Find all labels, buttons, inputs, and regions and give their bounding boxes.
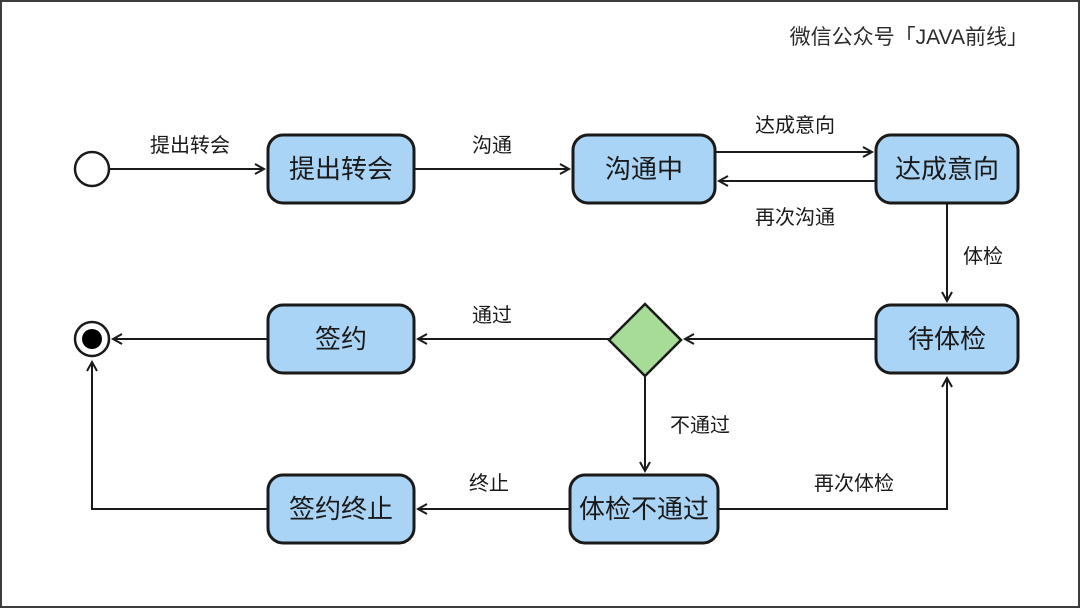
state-label: 签约终止 <box>289 494 393 524</box>
edge-decision-to-signed: 通过 <box>415 304 609 345</box>
edge-label: 再次沟通 <box>755 206 835 229</box>
state-communicating: 沟通中 <box>571 133 717 205</box>
state-label: 待体检 <box>908 324 986 354</box>
watermark: 微信公众号「JAVA前线」 <box>790 26 1028 49</box>
decision-exam-result <box>607 302 683 378</box>
edge-label: 体检 <box>963 245 1003 268</box>
state-label: 提出转会 <box>289 154 393 184</box>
state-label: 体检不通过 <box>579 494 709 524</box>
edge-label: 通过 <box>472 304 512 327</box>
edge-start-to-propose: 提出转会 <box>110 134 267 175</box>
state-pending-exam: 待体检 <box>874 303 1020 375</box>
final-node <box>73 320 111 358</box>
state-signed: 签约 <box>266 303 416 375</box>
state-sign-terminated: 签约终止 <box>266 473 416 545</box>
edge-agreed-to-communicating: 再次沟通 <box>716 175 876 229</box>
edge-label: 终止 <box>469 472 509 495</box>
edge-agreed-to-pending-exam: 体检 <box>941 203 1003 304</box>
state-label: 签约 <box>315 324 367 354</box>
edge-communicating-to-agreed: 达成意向 <box>715 114 875 158</box>
state-agreed: 达成意向 <box>874 133 1020 205</box>
edge-terminated-to-end <box>86 359 268 510</box>
edge-label: 沟通 <box>472 134 512 157</box>
edge-label: 达成意向 <box>755 114 835 137</box>
edge-exam-failed-to-terminated: 终止 <box>415 472 570 515</box>
edge-label: 再次体检 <box>814 472 894 495</box>
edge-label: 不通过 <box>670 414 730 437</box>
state-propose: 提出转会 <box>266 133 416 205</box>
edge-exam-failed-to-pending-exam: 再次体检 <box>718 375 953 510</box>
edge-propose-to-communicating: 沟通 <box>414 134 572 175</box>
state-label: 达成意向 <box>895 154 999 184</box>
state-label: 沟通中 <box>605 154 683 184</box>
initial-node <box>73 150 111 188</box>
state-exam-failed: 体检不通过 <box>568 473 720 545</box>
edge-decision-to-exam-failed: 不通过 <box>639 377 730 474</box>
edge-label: 提出转会 <box>150 134 230 157</box>
